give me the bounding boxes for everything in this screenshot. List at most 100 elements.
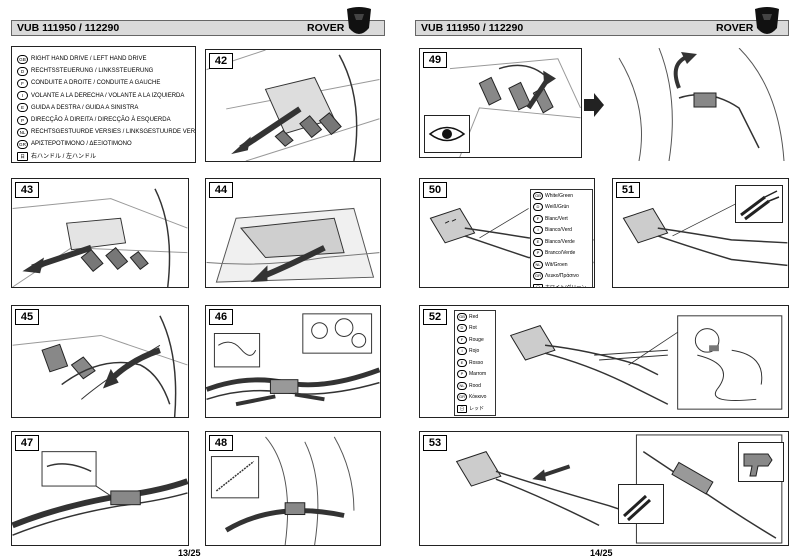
colour-label: Wit/Groen: [545, 261, 568, 268]
country-badge: I: [17, 91, 28, 101]
heat-gun-icon: [738, 442, 784, 482]
country-badge: GB: [533, 191, 543, 200]
country-badge: GR: [533, 272, 543, 281]
colour-label: Κόκκινο: [469, 394, 487, 401]
country-badge: E: [533, 237, 543, 246]
step-number: 43: [15, 182, 39, 198]
step-number: 50: [423, 182, 447, 198]
step-44-panel: 44: [205, 178, 381, 288]
colour-label: Rood: [469, 382, 481, 389]
country-badge: GB: [17, 54, 28, 64]
country-badge: P: [17, 115, 28, 125]
step-number: 51: [616, 182, 640, 198]
step-number: 52: [423, 309, 447, 325]
colour-label: Weiß/Grün: [545, 204, 570, 211]
country-badge: NL: [533, 260, 543, 269]
step-53-panel: 53: [419, 431, 789, 546]
country-badge: E: [457, 358, 467, 367]
country-badge: F: [457, 335, 467, 344]
rover-shield-icon: [755, 7, 779, 34]
country-badge: 日: [533, 283, 543, 287]
colour-label: Branco/Verde: [545, 250, 576, 257]
country-badge: E: [17, 103, 28, 113]
colour-label: Marrom: [469, 371, 487, 378]
step-number: 45: [15, 309, 39, 325]
step-49-left-image: 49: [419, 48, 582, 158]
arrow-icon: [584, 93, 604, 117]
crimp-tool-icon: [735, 185, 783, 223]
model-code: VUB 111950 / 112290: [421, 22, 524, 34]
language-text: CONDUITE A DROITE / CONDUITE A GAUCHE: [31, 80, 161, 87]
step-45-panel: 45: [11, 305, 189, 418]
eye-icon: [424, 115, 470, 153]
brand-name: ROVER: [307, 22, 345, 34]
step-number: 42: [209, 53, 233, 69]
colour-label: Rojo: [469, 348, 480, 355]
step-number: 44: [209, 182, 233, 198]
step-number: 48: [209, 435, 233, 451]
country-badge: I: [457, 347, 467, 356]
colour-label: Λευκο/Πράσινο: [545, 273, 579, 280]
legend-row: 日レッド: [455, 403, 495, 415]
colour-label: Rosso: [469, 359, 484, 366]
step-47-panel: 47: [11, 431, 189, 546]
language-text: DIRECÇÃO À DIREITA / DIRECÇÃO À ESQUERDA: [31, 117, 171, 124]
rover-shield-icon: [347, 7, 371, 34]
country-badge: D: [457, 324, 467, 333]
right-page: VUB 111950 / 112290 ROVER 49: [415, 7, 789, 558]
page-header: VUB 111950 / 112290 ROVER: [11, 20, 385, 36]
step-number: 53: [423, 435, 447, 451]
colour-label: Rot: [469, 325, 477, 332]
colour-label: Bianco/Verd: [545, 227, 572, 234]
step-48-panel: 48: [205, 431, 381, 546]
language-text: VOLANTE A LA DERECHA / VOLANTE A LA IZQU…: [31, 92, 185, 99]
country-badge: P: [457, 370, 467, 379]
language-row: 日右ハンドル / 左ハンドル: [17, 151, 195, 163]
step-49-right-image: [618, 48, 785, 161]
legend-row: 日ホワイト/グリーン: [531, 282, 592, 287]
country-badge: I: [533, 226, 543, 235]
country-badge: D: [17, 66, 28, 76]
step-43-panel: 43: [11, 178, 189, 288]
step-number: 49: [423, 52, 447, 68]
country-badge: F: [533, 214, 543, 223]
country-badge: GB: [457, 312, 467, 321]
page-number: 14/25: [590, 548, 613, 558]
step-42-panel: 42: [205, 49, 381, 162]
brand-name: ROVER: [716, 22, 754, 34]
country-badge: NL: [457, 381, 467, 390]
colour-label: White/Green: [545, 192, 574, 199]
country-badge: F: [17, 78, 28, 88]
colour-label: Rouge: [469, 336, 484, 343]
country-badge: P: [533, 249, 543, 258]
step-49-panel: 49: [419, 48, 789, 161]
language-text: RECHTSGESTUURDE VERSIES / LINKSGESTUURDE…: [31, 129, 196, 136]
language-text: ΑΡΙΣΤΕΡΟΤΙΜΟΝΟ / ΔΕΞΙΟΤΙΜΟΝΟ: [31, 141, 132, 148]
colour-label: Red: [469, 313, 479, 320]
